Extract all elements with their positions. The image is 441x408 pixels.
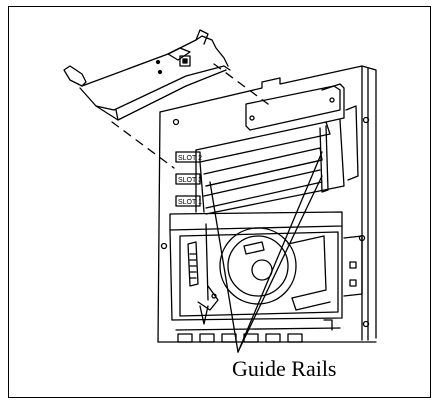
slot-1-text: SLOT 1 bbox=[178, 199, 202, 206]
slot-2-text: SLOT 2 bbox=[178, 155, 202, 162]
bottom-connectors bbox=[175, 305, 341, 343]
card-cage bbox=[195, 119, 345, 215]
slot-3-label bbox=[175, 173, 201, 185]
slot-3-text: SLOT 3 bbox=[178, 177, 202, 184]
guide-rails-caption: Guide Rails bbox=[232, 356, 337, 381]
expansion-card bbox=[63, 29, 231, 121]
slot-2-label bbox=[175, 151, 201, 163]
rear-bracket bbox=[245, 83, 359, 181]
guide-rail-callouts bbox=[209, 151, 323, 353]
insertion-guides bbox=[111, 63, 269, 169]
slot-1-label bbox=[175, 195, 201, 207]
drive-bay bbox=[169, 211, 363, 321]
slot-label-group bbox=[175, 151, 201, 207]
